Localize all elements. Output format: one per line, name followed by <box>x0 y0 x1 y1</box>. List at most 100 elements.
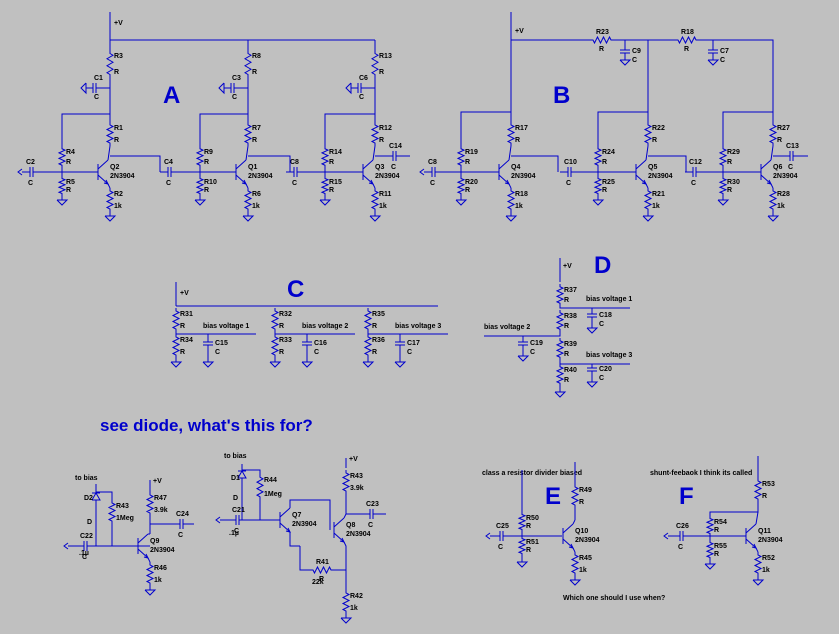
resistor-ref: R20 <box>465 179 478 186</box>
transistor-collector <box>745 523 757 534</box>
resistor-ref: R9 <box>204 149 213 156</box>
capacitor-ref: C2 <box>26 159 35 166</box>
resistor-ref: R44 <box>264 477 277 484</box>
resistor-value: R <box>66 159 71 166</box>
bias-label: bias voltage 1 <box>203 323 249 330</box>
wire <box>511 155 559 172</box>
capacitor-ref: C26 <box>676 523 689 530</box>
resistor <box>145 562 155 586</box>
resistor-ref: R25 <box>602 179 615 186</box>
resistor-value: R <box>180 349 185 356</box>
port-arrow <box>17 168 23 176</box>
resistor-ref: R6 <box>252 191 261 198</box>
resistor <box>570 484 580 508</box>
diode-value: D <box>87 519 92 526</box>
wire <box>645 183 649 189</box>
wire <box>460 111 511 146</box>
wire <box>245 183 249 189</box>
transistor-ref: Q7 <box>292 512 301 519</box>
resistor <box>506 122 516 146</box>
resistor-ref: R17 <box>515 125 528 132</box>
capacitor-value: C <box>691 180 696 187</box>
capacitor-value: C <box>28 180 33 187</box>
ground-icon <box>455 199 468 206</box>
wire <box>245 145 249 161</box>
resistor <box>643 122 653 146</box>
resistor-ref: R33 <box>279 337 292 344</box>
resistor-value: R <box>379 69 384 76</box>
resistor-value: R <box>727 159 732 166</box>
resistor <box>593 176 603 196</box>
capacitor-ref: C6 <box>359 75 368 82</box>
resistor <box>643 188 653 212</box>
ground-icon <box>362 361 375 368</box>
capacitor-ref: C18 <box>599 312 612 319</box>
resistor-ref: R37 <box>564 287 577 294</box>
capacitor-value: C <box>359 94 364 101</box>
resistor <box>341 590 351 614</box>
transistor-collector <box>760 159 772 170</box>
resistor-ref: R24 <box>602 149 615 156</box>
resistor-value: R <box>714 527 719 534</box>
resistor-ref: R21 <box>652 191 665 198</box>
transistor-part: 2N3904 <box>248 173 273 180</box>
resistor-ref: R12 <box>379 125 392 132</box>
resistor <box>195 176 205 196</box>
ground-icon <box>767 215 780 222</box>
resistor-value: 1k <box>252 203 260 210</box>
resistor-value: R <box>564 323 569 330</box>
ground-icon <box>202 361 215 368</box>
capacitor-value: C <box>314 349 319 356</box>
capacitor-value: C <box>234 528 239 535</box>
ground-icon <box>642 215 655 222</box>
ground-icon <box>707 59 720 66</box>
resistor-value: 1k <box>579 567 587 574</box>
resistor-value: R <box>465 187 470 194</box>
wire <box>645 145 649 161</box>
resistor <box>768 188 778 212</box>
resistor-ref: R43 <box>116 503 129 510</box>
resistor-ref: R4 <box>66 149 75 156</box>
resistor-value: 3.9k <box>350 485 364 492</box>
transistor-ref: Q6 <box>773 164 782 171</box>
capacitor-ref: C24 <box>176 511 189 518</box>
resistor <box>456 176 466 196</box>
capacitor-value: C <box>292 180 297 187</box>
resistor <box>341 470 351 494</box>
transistor-collector <box>235 159 247 170</box>
capacitor-ref: C21 <box>232 507 245 514</box>
resistor-ref: R39 <box>564 341 577 348</box>
transistor-collector <box>137 533 149 544</box>
capacitor-ref: C12 <box>689 159 702 166</box>
resistor <box>171 308 181 332</box>
wire <box>343 513 347 519</box>
resistor-ref: R22 <box>652 125 665 132</box>
capacitor-value: C <box>632 57 637 64</box>
ground-icon <box>301 361 314 368</box>
resistor <box>270 308 280 332</box>
resistor-ref: R52 <box>762 555 775 562</box>
resistor-value: R <box>515 137 520 144</box>
ground-icon <box>345 82 352 95</box>
capacitor-ref: C17 <box>407 340 420 347</box>
wire <box>508 183 512 189</box>
resistor <box>570 552 580 576</box>
ground-icon <box>717 199 730 206</box>
capacitor-value: C <box>232 94 237 101</box>
annotation: Which one should I use when? <box>563 595 665 602</box>
resistor <box>371 50 379 78</box>
capacitor-value: C <box>599 375 604 382</box>
resistor <box>243 122 253 146</box>
ground-icon <box>704 563 717 570</box>
resistor <box>753 552 763 576</box>
capacitor-ref: C10 <box>564 159 577 166</box>
diode-ref: D1 <box>231 475 240 482</box>
transistor-collector <box>635 159 647 170</box>
ground-icon <box>569 579 582 586</box>
resistor-ref: R23 <box>596 29 609 36</box>
bias-label: bias voltage 2 <box>302 323 348 330</box>
capacitor-ref: C20 <box>599 366 612 373</box>
resistor-value: R <box>204 187 209 194</box>
resistor <box>555 284 565 306</box>
